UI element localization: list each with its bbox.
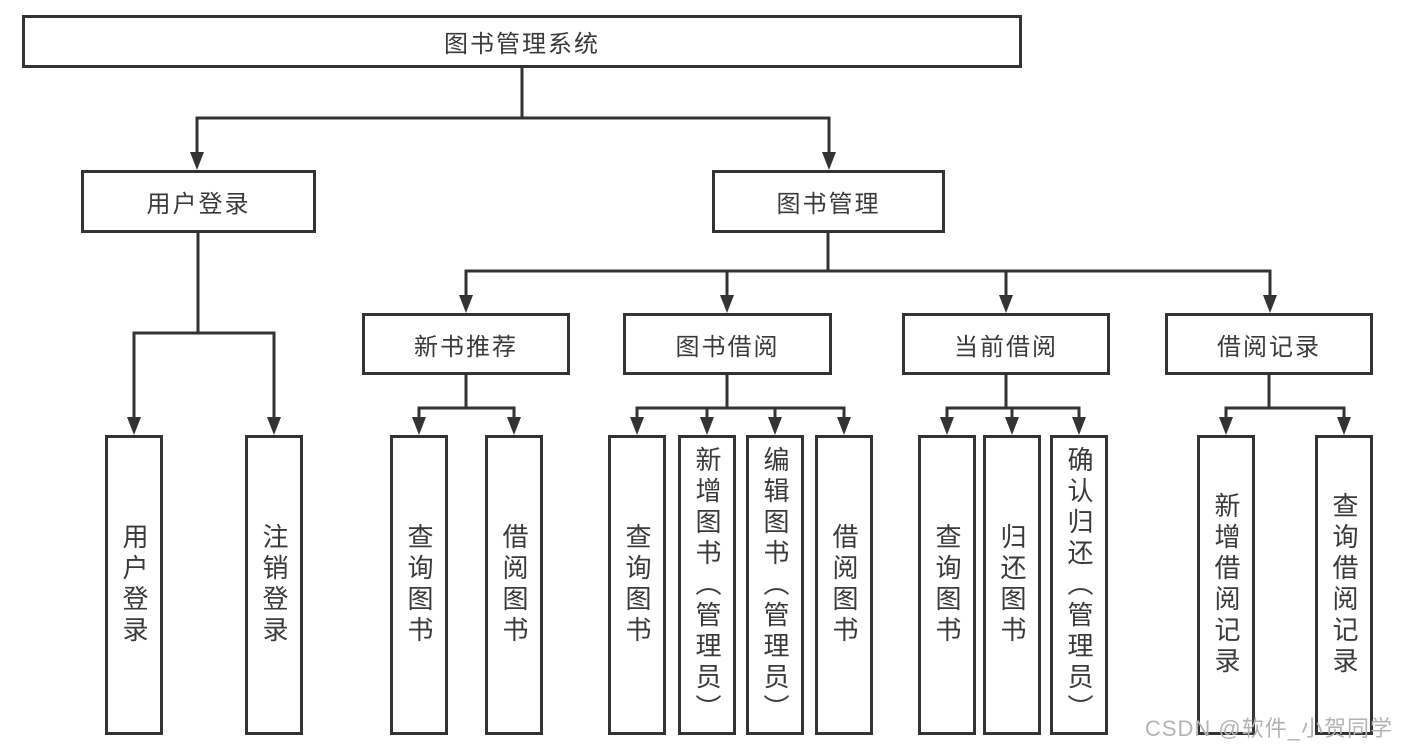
- connector-line: [725, 373, 846, 421]
- connector-line: [635, 373, 729, 421]
- leaf-query-books-borrowing: 查询图书: [608, 435, 666, 735]
- node-user-login: 用户登录: [81, 170, 316, 233]
- arrowhead-icon: [1337, 417, 1351, 435]
- leaf-query-books-recommend-label: 查询图书: [404, 523, 434, 647]
- leaf-query-borrow-record-label: 查询借阅记录: [1329, 492, 1359, 678]
- arrowhead-icon: [267, 417, 281, 435]
- connector-line: [464, 231, 830, 299]
- arrowhead-icon: [940, 417, 954, 435]
- leaf-add-books-admin: 新增图书（管理员）: [678, 435, 736, 735]
- connector-line: [1267, 373, 1346, 421]
- connector-line: [195, 66, 524, 156]
- arrowhead-icon: [507, 417, 521, 435]
- node-current-borrowing-label: 当前借阅: [954, 333, 1058, 361]
- leaf-query-books-recommend: 查询图书: [390, 435, 448, 735]
- node-borrow-records: 借阅记录: [1165, 313, 1373, 375]
- connector-line: [725, 373, 777, 421]
- leaf-user-login: 用户登录: [105, 435, 163, 735]
- arrowhead-icon: [700, 417, 714, 435]
- leaf-logout-label: 注销登录: [259, 523, 289, 647]
- leaf-return-books-label: 归还图书: [997, 523, 1027, 647]
- arrowhead-icon: [1219, 417, 1233, 435]
- node-book-borrowing-label: 图书借阅: [675, 333, 780, 361]
- node-book-management: 图书管理: [712, 170, 945, 233]
- node-borrow-records-label: 借阅记录: [1217, 333, 1321, 361]
- connector-line: [725, 231, 830, 299]
- leaf-query-books-borrowing-label: 查询图书: [622, 523, 652, 647]
- arrowhead-icon: [1263, 295, 1277, 313]
- node-book-borrowing: 图书借阅: [623, 313, 832, 375]
- connector-line: [1004, 373, 1081, 421]
- leaf-logout: 注销登录: [245, 435, 303, 735]
- arrowhead-icon: [1072, 417, 1086, 435]
- csdn-watermark: CSDN @软件_小贺同学: [1144, 716, 1393, 741]
- leaf-user-login-label: 用户登录: [119, 523, 149, 647]
- connector-line: [945, 373, 1008, 421]
- arrowhead-icon: [127, 417, 141, 435]
- arrowhead-icon: [1005, 417, 1019, 435]
- node-root-label: 图书管理系统: [444, 31, 600, 58]
- leaf-borrow-books-borrowing: 借阅图书: [815, 435, 873, 735]
- leaf-return-books: 归还图书: [983, 435, 1041, 735]
- leaf-confirm-return-admin: 确认归还（管理员）: [1050, 435, 1108, 735]
- arrowhead-icon: [412, 417, 426, 435]
- connector-line: [1224, 373, 1271, 421]
- arrowhead-icon: [459, 295, 473, 313]
- arrowhead-icon: [630, 417, 644, 435]
- node-user-login-label: 用户登录: [146, 191, 251, 218]
- connector-line: [464, 373, 516, 421]
- arrowhead-icon: [720, 295, 734, 313]
- connector-line: [520, 66, 831, 156]
- connector-line: [705, 373, 729, 421]
- leaf-edit-books-admin-label: 编辑图书（管理员）: [760, 445, 790, 725]
- leaf-borrow-books-borrowing-label: 借阅图书: [829, 523, 859, 647]
- node-new-book-recommend-label: 新书推荐: [414, 333, 518, 361]
- leaf-add-borrow-record: 新增借阅记录: [1197, 435, 1255, 735]
- arrowhead-icon: [822, 152, 836, 170]
- arrowhead-icon: [837, 417, 851, 435]
- leaf-query-books-current: 查询图书: [918, 435, 976, 735]
- leaf-add-books-admin-label: 新增图书（管理员）: [692, 445, 722, 725]
- arrowhead-icon: [190, 152, 204, 170]
- arrowhead-icon: [768, 417, 782, 435]
- node-current-borrowing: 当前借阅: [902, 313, 1110, 375]
- leaf-query-borrow-record: 查询借阅记录: [1315, 435, 1373, 735]
- connector-line: [826, 231, 1272, 299]
- node-root: 图书管理系统: [22, 15, 1022, 68]
- node-book-management-label: 图书管理: [776, 191, 881, 218]
- connector-line: [196, 231, 276, 421]
- node-new-book-recommend: 新书推荐: [362, 313, 570, 375]
- leaf-query-books-current-label: 查询图书: [932, 523, 962, 647]
- leaf-edit-books-admin: 编辑图书（管理员）: [746, 435, 804, 735]
- connector-line: [417, 373, 468, 421]
- leaf-borrow-books-recommend: 借阅图书: [485, 435, 543, 735]
- arrowhead-icon: [999, 295, 1013, 313]
- leaf-confirm-return-admin-label: 确认归还（管理员）: [1064, 445, 1094, 725]
- connector-line: [132, 231, 200, 421]
- leaf-add-borrow-record-label: 新增借阅记录: [1211, 492, 1241, 678]
- connector-line: [826, 231, 1008, 299]
- leaf-borrow-books-recommend-label: 借阅图书: [499, 523, 529, 647]
